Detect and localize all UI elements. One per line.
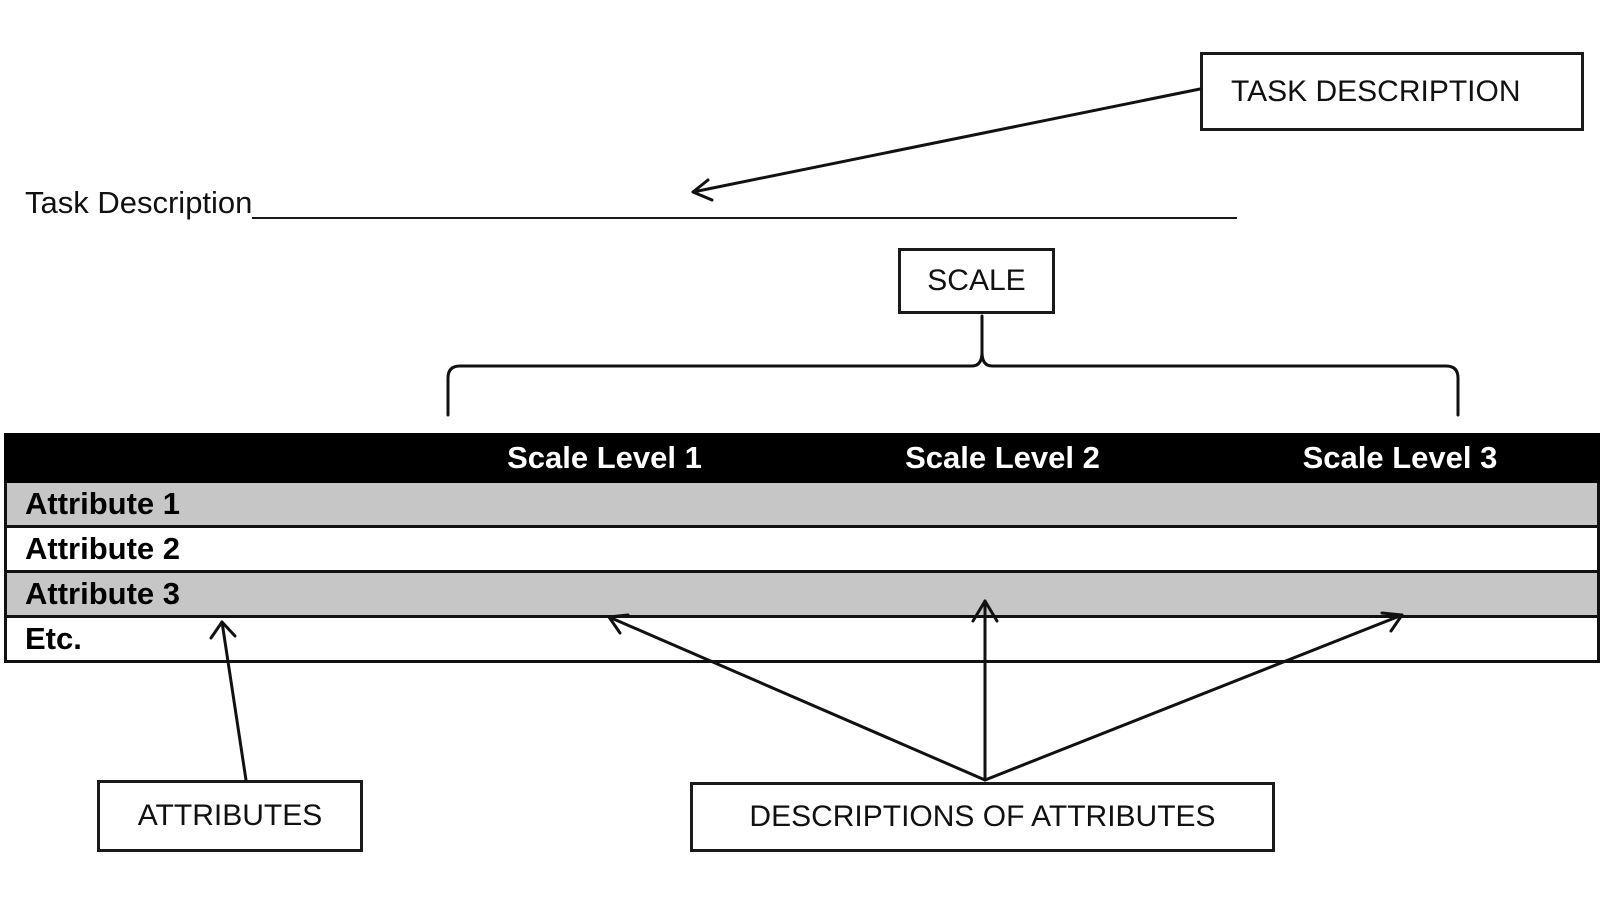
table-row: Attribute 1	[4, 480, 1600, 528]
header-scale-level-2: Scale Level 2	[802, 433, 1203, 483]
rubric-header-row: Scale Level 1 Scale Level 2 Scale Level …	[4, 433, 1600, 483]
task-description-underline	[252, 217, 1238, 219]
header-scale-level-1: Scale Level 1	[404, 433, 805, 483]
attributes-callout-text: ATTRIBUTES	[137, 799, 323, 832]
task-description-line: Task Description	[25, 183, 1238, 223]
table-row: Etc.	[4, 615, 1600, 663]
rubric-table: Scale Level 1 Scale Level 2 Scale Level …	[4, 433, 1600, 663]
task-description-label: Task Description	[25, 185, 253, 220]
descriptions-of-attributes-callout: DESCRIPTIONS OF ATTRIBUTES	[690, 782, 1275, 852]
attributes-callout: ATTRIBUTES	[97, 780, 363, 852]
task-description-callout: TASK DESCRIPTION	[1200, 52, 1584, 131]
row-label-attribute-2: Attribute 2	[4, 525, 1600, 573]
descriptions-of-attributes-callout-text: DESCRIPTIONS OF ATTRIBUTES	[749, 800, 1216, 833]
table-row: Attribute 3	[4, 570, 1600, 618]
scale-callout: SCALE	[898, 248, 1055, 314]
header-cell-blank	[4, 433, 407, 483]
scale-brace	[446, 314, 1460, 417]
row-label-attribute-3: Attribute 3	[4, 570, 1600, 618]
task-description-arrow	[691, 87, 1202, 194]
header-scale-level-3: Scale Level 3	[1200, 433, 1600, 483]
row-label-attribute-1: Attribute 1	[4, 480, 1600, 528]
table-row: Attribute 2	[4, 525, 1600, 573]
row-label-etc: Etc.	[4, 615, 1600, 663]
task-description-callout-text: TASK DESCRIPTION	[1231, 74, 1521, 108]
scale-callout-text: SCALE	[927, 264, 1026, 297]
